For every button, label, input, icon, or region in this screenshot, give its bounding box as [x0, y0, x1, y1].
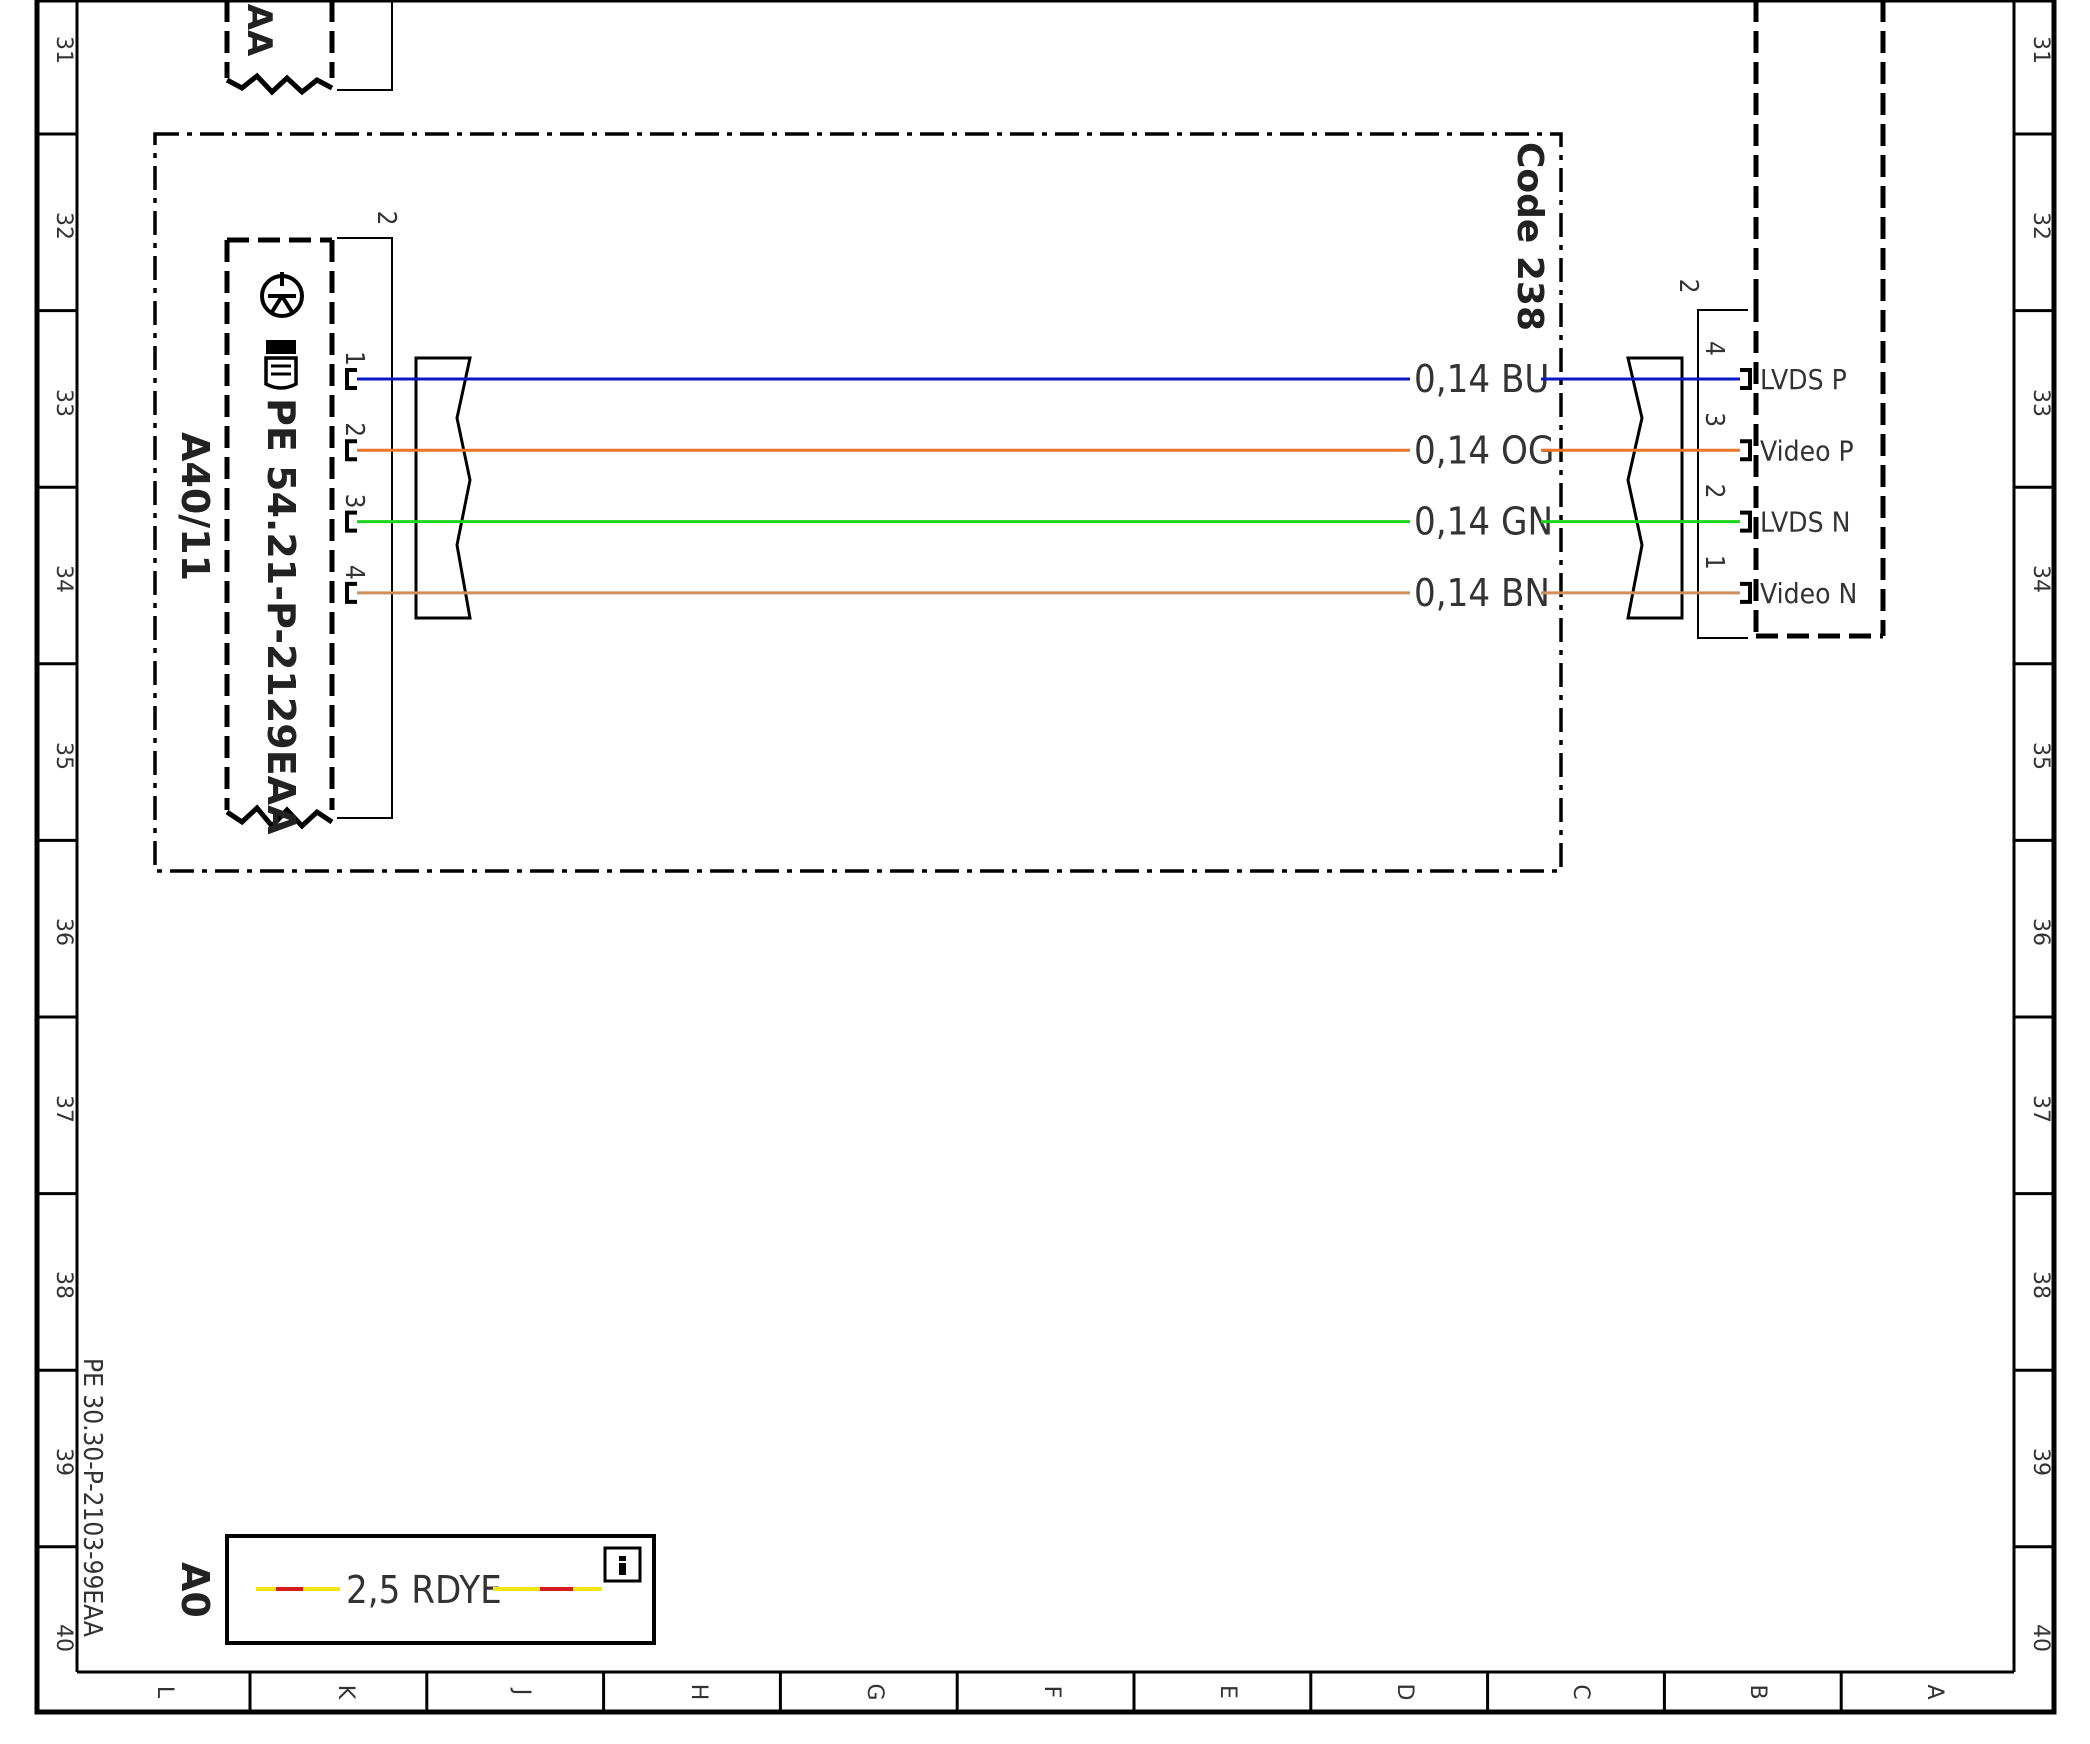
- row-number: 36: [51, 918, 76, 946]
- row-numbers-right: 31 32 33 34 35 36 37 38 39 40: [2028, 36, 2053, 1652]
- pin-terminal: [345, 439, 357, 462]
- component-reference: PE 54.21-P-2129EAA: [259, 398, 303, 835]
- signal-name: Video P: [1760, 434, 1854, 467]
- column-letters: L K J H G F E D C B A: [152, 1683, 1947, 1700]
- twisted-pair-bracket-left: [414, 356, 472, 620]
- row-number: 34: [2028, 565, 2053, 593]
- pin-terminal: [1740, 510, 1752, 533]
- row-number: 33: [51, 389, 76, 417]
- column-letter: A: [1922, 1684, 1947, 1699]
- column-letter: B: [1745, 1684, 1770, 1699]
- row-number: 40: [51, 1624, 76, 1652]
- sidebar-reference: PE 30.30-P-2103-99EAA: [77, 1358, 107, 1637]
- column-letter: K: [333, 1685, 358, 1700]
- legend-section-label: A0: [173, 1562, 217, 1618]
- row-numbers-left: 31 32 33 34 35 36 37 38 39 40: [51, 36, 76, 1652]
- row-number: 31: [2028, 36, 2053, 64]
- column-letter: D: [1392, 1684, 1417, 1701]
- code-238-option-frame: Code 238: [153, 132, 1563, 873]
- row-number: 34: [51, 565, 76, 593]
- row-number: 32: [2028, 212, 2053, 240]
- wire-label: 0,14 GN: [1414, 500, 1553, 544]
- left-pin-number: 4: [339, 565, 369, 580]
- transistor-icon: [260, 272, 304, 318]
- column-letter: H: [686, 1684, 711, 1701]
- pin-terminal: [1740, 581, 1752, 604]
- right-pin-number: 3: [1699, 412, 1729, 427]
- previous-right-component-fragment: [1753, 0, 1886, 636]
- column-letter: F: [1039, 1686, 1064, 1699]
- left-pin-number: 2: [339, 422, 369, 437]
- row-number: 35: [51, 742, 76, 770]
- row-number: 36: [2028, 918, 2053, 946]
- wire-label: 0,14 BU: [1414, 357, 1549, 401]
- code-label: Code 238: [1509, 142, 1550, 331]
- wire-label: 0,14 BN: [1414, 571, 1550, 615]
- column-grid-ticks: [248, 1672, 1843, 1712]
- signal-name: LVDS N: [1760, 506, 1850, 539]
- row-number: 37: [2028, 1095, 2053, 1123]
- sheet-frame: [34, 0, 2057, 1715]
- column-letter: E: [1215, 1685, 1240, 1699]
- left-pin-number: 1: [339, 351, 369, 366]
- signal-name: Video N: [1760, 577, 1857, 610]
- connector-number: 2: [371, 211, 401, 226]
- pin-terminal: [1740, 368, 1752, 390]
- column-letter: C: [1568, 1684, 1593, 1699]
- column-letter: J: [509, 1687, 534, 1696]
- pin-terminal: [345, 368, 357, 390]
- row-number: 38: [51, 1271, 76, 1299]
- previous-component-fragment: AA: [224, 0, 393, 96]
- column-letter: L: [152, 1686, 177, 1699]
- row-grid-ticks: [37, 132, 2054, 1549]
- twisted-pair-bracket-right: [1626, 356, 1684, 620]
- component-a40-11: 2 PE 54.21-P-2129EAA A40/11: [173, 211, 401, 836]
- row-number: 31: [51, 36, 76, 64]
- row-number: 37: [51, 1095, 76, 1123]
- row-number: 32: [51, 212, 76, 240]
- pin-terminal: [1740, 439, 1752, 462]
- previous-component-label: AA: [239, 4, 279, 57]
- pointing-hand-icon: [264, 340, 298, 390]
- signal-name: LVDS P: [1760, 363, 1847, 396]
- connector-number: 2: [1673, 279, 1703, 294]
- pin-terminal: [345, 510, 357, 533]
- right-pin-number: 1: [1699, 555, 1729, 570]
- left-pin-number: 3: [339, 494, 369, 509]
- row-number: 39: [51, 1448, 76, 1476]
- pin-terminal: [345, 581, 357, 604]
- legend-wire-label: 2,5 RDYE: [346, 1568, 502, 1612]
- component-designation: A40/11: [173, 432, 217, 581]
- row-number: 35: [2028, 742, 2053, 770]
- row-number: 39: [2028, 1448, 2053, 1476]
- legend-box: A0 2,5 RDYE: [173, 1534, 656, 1645]
- right-pin-number: 2: [1699, 484, 1729, 499]
- row-number: 33: [2028, 389, 2053, 417]
- right-pin-number: 4: [1699, 341, 1729, 356]
- wire-label: 0,14 OG: [1414, 428, 1554, 472]
- row-number: 40: [2028, 1624, 2053, 1652]
- right-connector: 2: [1673, 279, 1883, 639]
- info-icon[interactable]: [603, 1546, 642, 1583]
- row-number: 38: [2028, 1271, 2053, 1299]
- column-letter: G: [862, 1683, 887, 1700]
